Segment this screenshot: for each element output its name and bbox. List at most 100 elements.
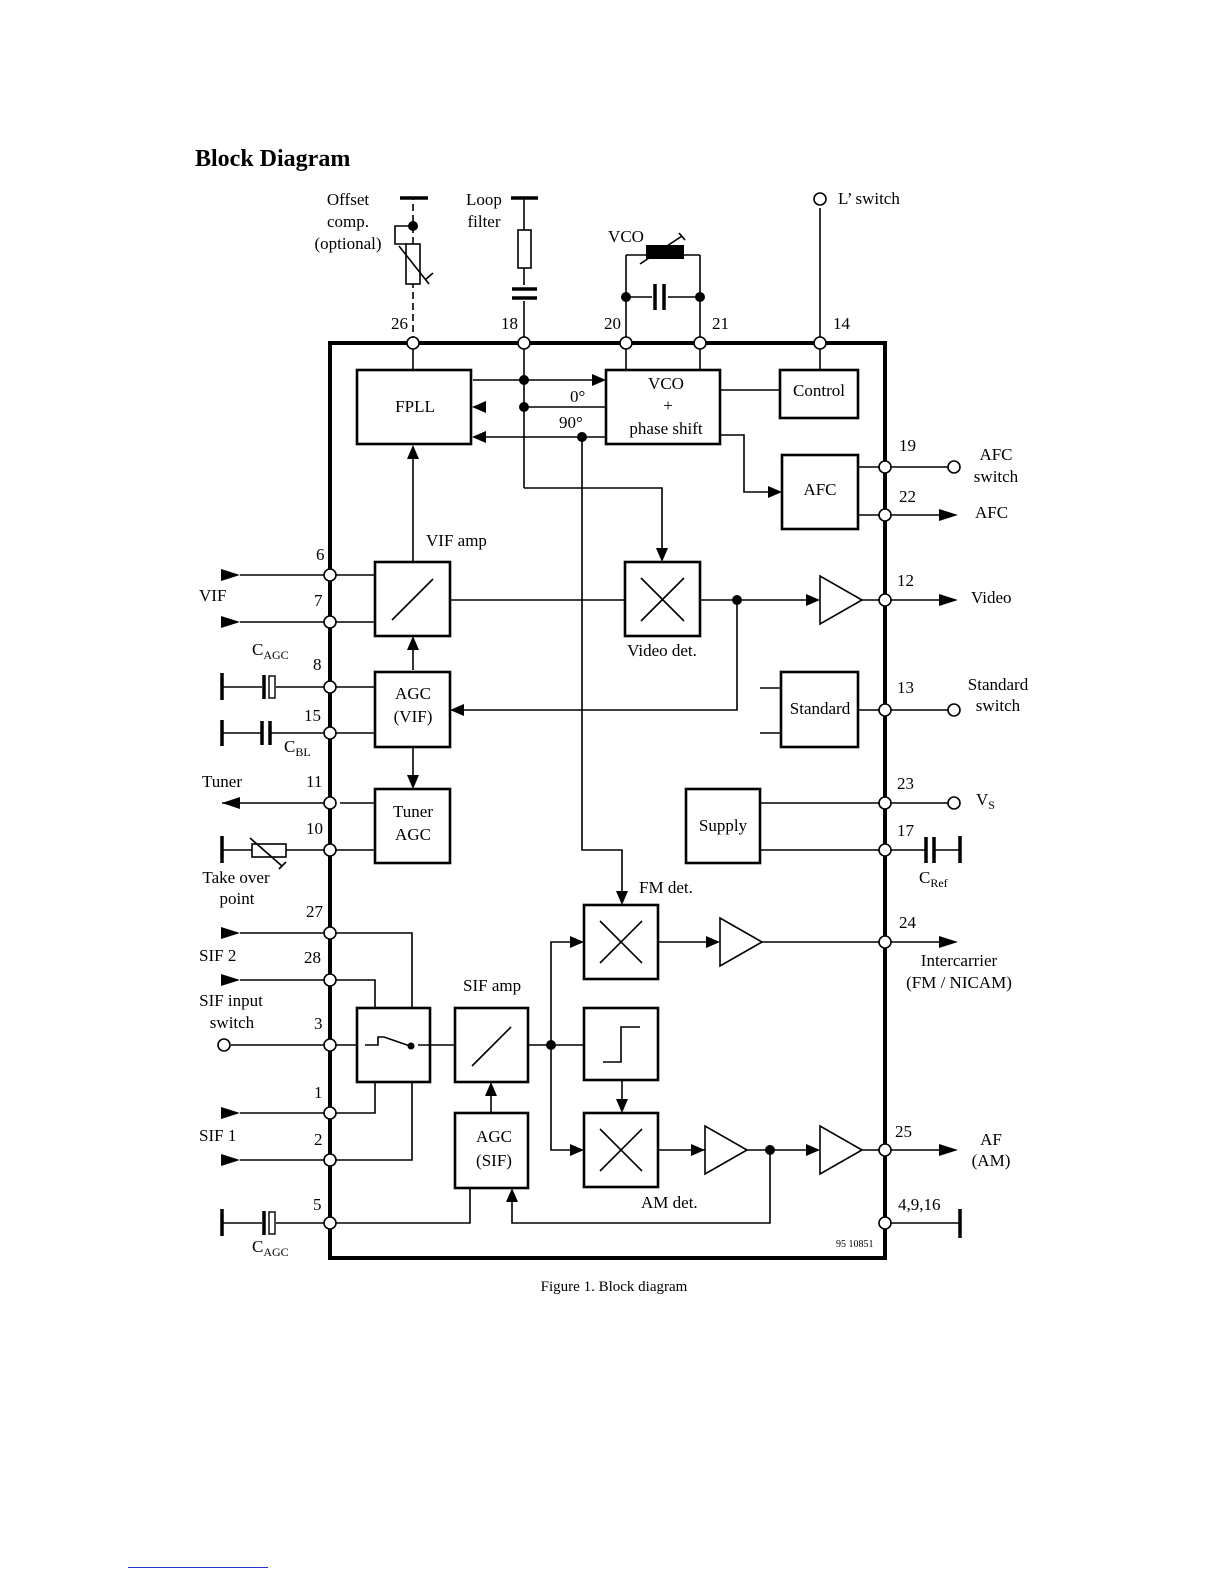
agc-vif-block — [373, 670, 452, 749]
footer-link-underline — [128, 1567, 268, 1568]
pin-number-20: 20 — [604, 314, 621, 333]
tuner-agc-block — [373, 787, 452, 865]
offset-comp-label-line2: comp. — [327, 212, 369, 231]
cref-label: CRef — [919, 868, 948, 890]
control-label: Control — [793, 381, 845, 400]
annotation-labels: Offset comp. (optional) Loop filter VCO … — [199, 189, 1029, 1259]
vif-input-label: VIF — [199, 586, 226, 605]
afc-output-label: AFC — [975, 503, 1008, 522]
sif-amp-block — [453, 1006, 530, 1084]
loop-filter-label-line1: Loop — [466, 190, 502, 209]
sif-input-switch-label-line1: SIF input — [199, 991, 263, 1010]
fpll-block — [355, 368, 473, 446]
pin-number-17: 17 — [897, 821, 915, 840]
tuner-agc-label-line2: AGC — [395, 825, 431, 844]
phase-90-label: 90° — [559, 413, 583, 432]
pin-number-7: 7 — [314, 591, 323, 610]
agc-vif-label-line1: AGC — [395, 684, 431, 703]
af-label-line1: AF — [980, 1130, 1002, 1149]
agc-sif-label-line1: AGC — [476, 1127, 512, 1146]
take-over-label-line2: point — [220, 889, 255, 908]
pin-number-28: 28 — [304, 948, 321, 967]
agc-vif-label-line2: (VIF) — [394, 707, 433, 726]
afc-block — [780, 453, 860, 531]
intercarrier-label-line1: Intercarrier — [921, 951, 998, 970]
pin-number-19: 19 — [899, 436, 916, 455]
standard-switch-label-line1: Standard — [968, 675, 1029, 694]
tuner-output-label: Tuner — [202, 772, 242, 791]
intercarrier-label-line2: (FM / NICAM) — [906, 973, 1012, 992]
vs-label: VS — [976, 790, 995, 812]
offset-comp-label-line3: (optional) — [314, 234, 381, 253]
sif1-label: SIF 1 — [199, 1126, 236, 1145]
loop-filter-label-line2: filter — [467, 212, 500, 231]
vco-label-line1: VCO — [648, 374, 684, 393]
pin-numbers: 26 18 20 21 14 19 22 6 7 12 8 15 13 11 2… — [304, 314, 941, 1214]
pin-number-3: 3 — [314, 1014, 323, 1033]
supply-block — [684, 787, 762, 865]
afc-switch-label-line1: AFC — [979, 445, 1012, 464]
block-labels: FPLL VCO + phase shift Control AFC Stand… — [393, 374, 851, 1170]
take-over-label-line1: Take over — [202, 868, 270, 887]
afc-label: AFC — [803, 480, 836, 499]
phase-0-label: 0° — [570, 387, 585, 406]
am-amp1-triangle — [704, 1124, 749, 1176]
fm-det-label: FM det. — [639, 878, 693, 897]
vco-block — [604, 368, 722, 446]
supply-label: Supply — [699, 816, 748, 835]
afc-switch-label-line2: switch — [974, 467, 1019, 486]
page-title: Block Diagram — [195, 146, 351, 172]
vco-label-line3: phase shift — [629, 419, 702, 438]
arrowheads — [221, 374, 958, 1202]
fpll-label: FPLL — [395, 397, 435, 416]
pin-number-5: 5 — [313, 1195, 322, 1214]
pin-number-27: 27 — [306, 902, 324, 921]
pin-number-12: 12 — [897, 571, 914, 590]
pin-circles — [217, 192, 961, 1230]
figure-caption: Figure 1. Block diagram — [541, 1279, 688, 1295]
video-output-label: Video — [971, 588, 1012, 607]
af-label-line2: (AM) — [972, 1151, 1011, 1170]
pin-number-4-9-16: 4,9,16 — [898, 1195, 941, 1214]
vif-amp-label: VIF amp — [426, 531, 487, 550]
vco-label-line2: + — [663, 396, 673, 415]
pin-number-1: 1 — [314, 1083, 323, 1102]
pin-number-23: 23 — [897, 774, 914, 793]
sif-input-switch-label-line2: switch — [210, 1013, 255, 1032]
video-amp-triangle — [819, 574, 864, 626]
sif-amp-label: SIF amp — [463, 976, 521, 995]
agc-sif-block — [453, 1111, 530, 1190]
external-components — [220, 196, 962, 1238]
pin-number-6: 6 — [316, 545, 325, 564]
l-switch-label: L’ switch — [838, 189, 900, 208]
pin-number-10: 10 — [306, 819, 323, 838]
fm-amp-triangle — [719, 916, 764, 968]
pin-number-2: 2 — [314, 1130, 323, 1149]
pin-number-15: 15 — [304, 706, 321, 725]
agc-sif-label-line2: (SIF) — [476, 1151, 512, 1170]
function-blocks — [355, 368, 864, 1190]
pin-number-26: 26 — [391, 314, 408, 333]
standard-block — [779, 670, 860, 749]
cagc-bottom-label: CAGC — [252, 1237, 289, 1259]
offset-comp-label-line1: Offset — [327, 190, 369, 209]
standard-label: Standard — [790, 699, 851, 718]
pin-number-21: 21 — [712, 314, 729, 333]
pin-number-22: 22 — [899, 487, 916, 506]
pin-number-11: 11 — [306, 772, 322, 791]
wires — [222, 198, 960, 1224]
video-det-label: Video det. — [627, 641, 697, 660]
pin-number-25: 25 — [895, 1122, 912, 1141]
af-amp-triangle — [819, 1124, 864, 1176]
vco-external-label: VCO — [608, 227, 644, 246]
junction-dots — [408, 221, 775, 1155]
cagc-top-label: CAGC — [252, 640, 289, 662]
am-det-label: AM det. — [641, 1193, 698, 1212]
control-block — [778, 368, 860, 420]
pin-number-24: 24 — [899, 913, 917, 932]
drawing-number: 95 10851 — [836, 1239, 874, 1250]
standard-switch-label-line2: switch — [976, 696, 1021, 715]
tuner-agc-label-line1: Tuner — [393, 802, 433, 821]
sif2-label: SIF 2 — [199, 946, 236, 965]
